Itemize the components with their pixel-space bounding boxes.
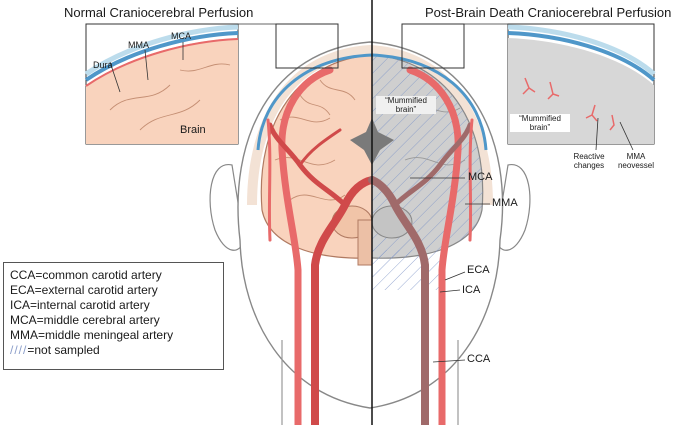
- legend-item: CCA=common carotid artery: [10, 268, 162, 282]
- label-brain: Brain: [180, 124, 206, 136]
- legend-item: MMA=middle meningeal artery: [10, 328, 174, 342]
- legend-item-not-sampled: ////=not sampled: [10, 343, 217, 358]
- callout-ica: ICA: [462, 284, 481, 296]
- callout-eca: ECA: [467, 264, 490, 276]
- label-dura: Dura: [93, 60, 113, 70]
- callout-mma: MMA: [492, 197, 518, 209]
- hatch-text: =not sampled: [27, 343, 100, 357]
- title-normal: Normal Craniocerebral Perfusion: [64, 5, 254, 20]
- hatch-symbol: ////: [10, 343, 28, 357]
- legend-item: ECA=external carotid artery: [10, 283, 158, 297]
- label-mma-neovessel: MMA neovessel: [617, 152, 655, 171]
- abbreviation-legend: CCA=common carotid artery ECA=external c…: [3, 262, 224, 370]
- arteries-dead: [368, 66, 474, 425]
- label-mummified-brain-center: “Mummified brain”: [376, 96, 436, 115]
- arteries-normal: [266, 66, 376, 425]
- focus-box-right: [401, 23, 465, 69]
- legend-item: ICA=internal carotid artery: [10, 298, 150, 312]
- label-mca-inset: MCA: [171, 31, 191, 41]
- title-post-death: Post-Brain Death Craniocerebral Perfusio…: [425, 5, 672, 20]
- label-reactive-changes: Reactive changes: [573, 152, 605, 171]
- inset-normal: [84, 23, 239, 145]
- neck-outline: [281, 340, 459, 425]
- label-mma-inset: MMA: [128, 40, 149, 50]
- legend-item: MCA=middle cerebral artery: [10, 313, 160, 327]
- skull-bone: [247, 44, 493, 206]
- callout-cca: CCA: [467, 353, 491, 365]
- focus-box-left: [275, 23, 339, 69]
- leader-lines: [109, 42, 634, 363]
- callout-mca: MCA: [468, 171, 493, 183]
- label-mummified-brain-inset: “Mummified brain”: [510, 114, 570, 133]
